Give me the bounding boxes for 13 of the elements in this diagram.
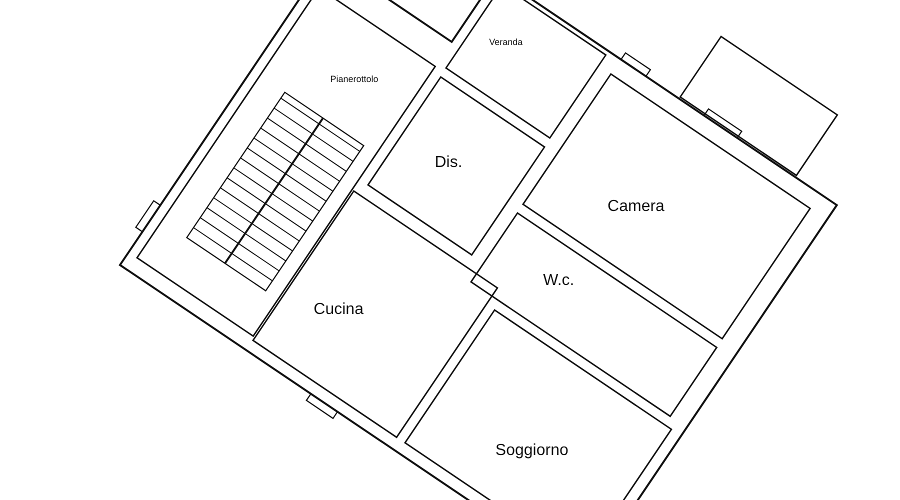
room (446, 0, 606, 138)
room-name: Cucina (314, 300, 364, 319)
room-name: Veranda (489, 37, 523, 48)
room (252, 190, 498, 438)
room-name: W.c. (543, 272, 574, 290)
room-name: Soggiorno (495, 442, 568, 460)
room (523, 74, 810, 340)
room-name: Pianerottolo (330, 74, 378, 84)
room (404, 310, 672, 500)
room-name: Dis. (434, 154, 462, 172)
room (470, 213, 717, 416)
room-name: Camera (608, 198, 664, 216)
room (136, 0, 435, 337)
